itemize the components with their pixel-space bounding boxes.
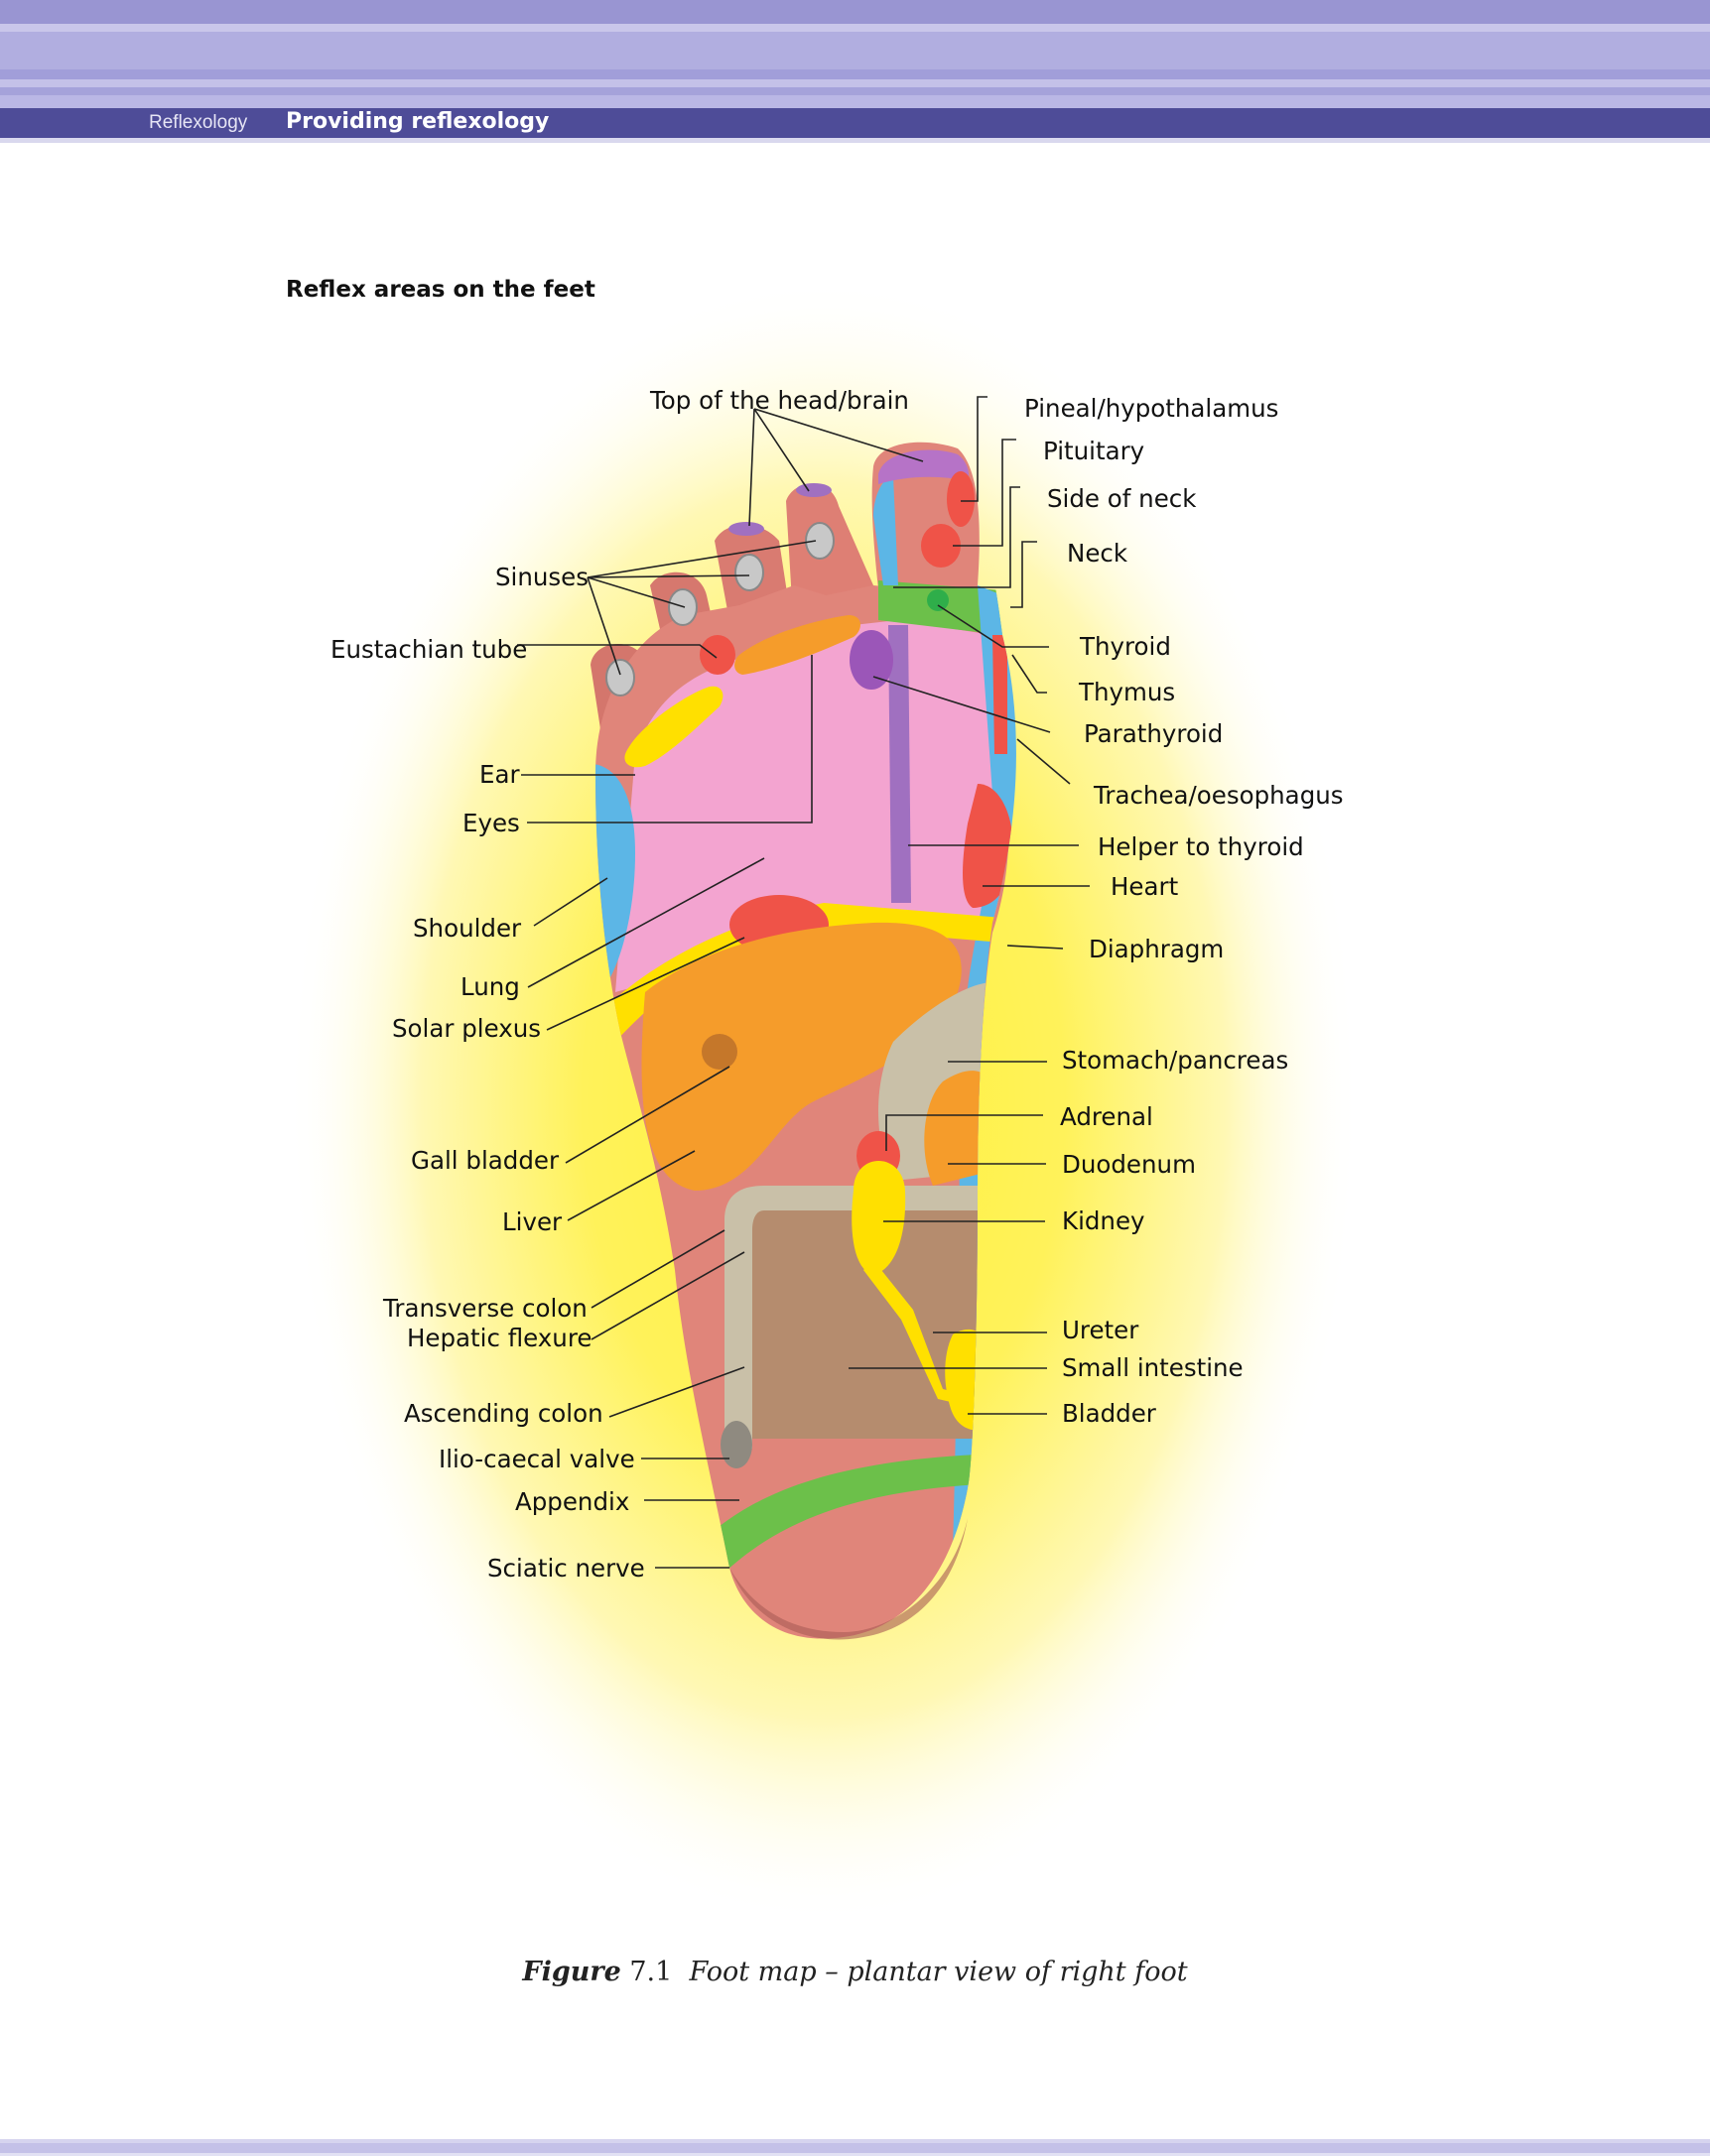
figure-caption: Figure 7.1 Foot map – plantar view of ri… [0, 1957, 1710, 1987]
label-kidney: Kidney [1062, 1206, 1145, 1235]
eustachian-spot [700, 635, 735, 675]
label-ear: Ear [479, 760, 520, 789]
leader-lines [517, 396, 1090, 1569]
pineal-spot [947, 471, 975, 527]
duodenum-zone [924, 1071, 992, 1186]
toe-tip-2 [796, 483, 832, 497]
label-side-neck: Side of neck [1047, 484, 1197, 513]
helper-thyroid-strip [888, 625, 911, 903]
header-band-5 [0, 79, 1710, 87]
section-heading: Reflex areas on the feet [286, 277, 595, 303]
label-thyroid: Thyroid [1079, 632, 1171, 661]
ilio-caecal-spot [721, 1421, 752, 1468]
label-stomach: Stomach/pancreas [1062, 1046, 1288, 1075]
label-solar-plexus: Solar plexus [392, 1014, 541, 1043]
label-sinuses: Sinuses [495, 563, 589, 591]
label-pituitary: Pituitary [1043, 437, 1144, 465]
gall-bladder-spot [702, 1034, 737, 1070]
label-gall-bladder: Gall bladder [411, 1146, 560, 1175]
header-band-top [0, 0, 1710, 24]
header-band-2 [0, 24, 1710, 32]
thyroid-spot [927, 589, 949, 611]
ureter-path [863, 1260, 983, 1409]
label-pineal: Pineal/hypothalamus [1024, 394, 1278, 423]
caption-figure-word: Figure [522, 1957, 621, 1987]
header-band-6 [0, 87, 1710, 95]
label-helper-thyroid: Helper to thyroid [1098, 832, 1304, 861]
footer-band-2 [0, 2143, 1710, 2153]
label-small-intestine: Small intestine [1062, 1353, 1244, 1382]
label-trachea: Trachea/oesophagus [1093, 781, 1344, 810]
label-eustachian: Eustachian tube [330, 635, 527, 664]
ear-zone [624, 686, 723, 768]
sinus-spot-4 [605, 659, 635, 697]
header-band-4 [0, 69, 1710, 79]
label-heart: Heart [1111, 872, 1179, 901]
caption-text: Foot map – plantar view of right foot [689, 1957, 1188, 1987]
label-ascending-colon: Ascending colon [404, 1399, 603, 1428]
label-duodenum: Duodenum [1062, 1150, 1196, 1179]
eyes-zone [734, 615, 860, 675]
label-transverse-colon: Transverse colon [382, 1294, 588, 1323]
colon-path [724, 1186, 992, 1449]
label-eyes: Eyes [462, 809, 520, 837]
sciatic-band [695, 1454, 1002, 1587]
header-band-7 [0, 95, 1710, 108]
label-ilio-caecal: Ilio-caecal valve [439, 1445, 635, 1473]
label-top-head: Top of the head/brain [649, 386, 909, 415]
toe-tip-big [878, 449, 970, 484]
label-shoulder: Shoulder [413, 914, 522, 943]
sinus-spot-2 [734, 554, 764, 591]
pituitary-spot [921, 524, 961, 568]
label-hepatic-flexure: Hepatic flexure [407, 1324, 592, 1352]
label-diaphragm: Diaphragm [1089, 935, 1224, 963]
running-header-section: Reflexology [149, 112, 248, 133]
label-parathyroid: Parathyroid [1084, 719, 1223, 748]
label-liver: Liver [502, 1207, 563, 1236]
label-lung: Lung [460, 972, 520, 1001]
label-appendix: Appendix [515, 1487, 629, 1516]
labels: Top of the head/brain Pineal/hypothalamu… [330, 386, 1344, 1583]
big-toe-edge [873, 476, 898, 585]
parathyroid-spot [850, 630, 893, 690]
header-band-3 [0, 32, 1710, 69]
label-adrenal: Adrenal [1060, 1102, 1153, 1131]
sinus-spot-1 [805, 522, 835, 560]
kidney-zone [852, 1161, 906, 1275]
label-sciatic: Sciatic nerve [487, 1554, 645, 1583]
label-ureter: Ureter [1062, 1316, 1139, 1344]
label-bladder: Bladder [1062, 1399, 1157, 1428]
caption-number: 7.1 [629, 1957, 673, 1987]
running-header-chapter: Providing reflexology [286, 109, 550, 134]
liver-zone [641, 922, 962, 1191]
label-neck: Neck [1067, 539, 1128, 568]
footer-band-1 [0, 2139, 1710, 2143]
thymus-strip [992, 635, 1007, 754]
header-band-shadow [0, 138, 1710, 143]
label-thymus: Thymus [1078, 678, 1175, 706]
toe-tip-3 [728, 522, 764, 536]
footer-band-3 [0, 2153, 1710, 2156]
running-header [0, 108, 1710, 138]
